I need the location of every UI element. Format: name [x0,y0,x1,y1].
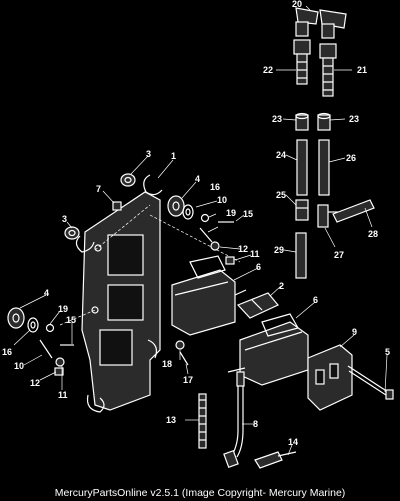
callout-29: 29 [274,245,284,255]
callout-12-left: 12 [30,378,40,388]
washer-lower [175,340,185,350]
spring-boot [198,393,207,449]
screw-right [225,256,235,265]
callout-15-left: 15 [66,315,76,325]
callout-6-lower: 6 [313,295,318,305]
callout-1: 1 [171,151,176,161]
callout-23-left: 23 [272,114,282,124]
hose-diagonal [332,199,375,223]
callout-19-left: 19 [58,304,68,314]
washer-small-right [200,213,210,223]
hose-clamp [75,174,163,253]
callout-8: 8 [253,419,258,429]
callout-18: 18 [162,359,172,369]
callout-2: 2 [279,281,284,291]
spark-plug-lead [223,371,245,469]
callout-28: 28 [368,229,378,239]
coil-module [307,344,353,411]
callout-23-right: 23 [349,114,359,124]
ground-strap-left [39,339,53,359]
callout-26: 26 [346,153,356,163]
grommet-upper [120,173,136,187]
callout-16-right: 16 [210,182,220,192]
coil-bracket [236,292,279,319]
leader-lines [13,5,388,456]
grommet-left [64,226,80,240]
callout-17: 17 [183,375,193,385]
callout-6-upper: 6 [256,262,261,272]
callout-15-right: 15 [243,209,253,219]
callout-5: 5 [385,347,390,357]
tee-fitting [295,199,309,221]
connector-body-right [319,43,337,97]
hose-fitting-elbow-right [319,9,347,39]
callout-10-right: 10 [217,195,227,205]
washer-small-left [45,323,55,333]
screw-left [54,367,64,376]
image-caption: MercuryPartsOnline v2.5.1 (Image Copyrig… [54,487,346,499]
hose-left [296,139,308,196]
callout-4-right: 4 [195,174,200,184]
long-screw [347,365,394,400]
callout-22: 22 [263,65,273,75]
callout-13: 13 [166,415,176,425]
callout-3-upper: 3 [146,149,151,159]
callout-3-left: 3 [62,214,67,224]
callout-24: 24 [276,150,286,160]
exploded-parts-diagram: 1 2 3 3 4 4 5 6 6 7 8 9 10 10 11 11 12 1… [2,0,394,469]
isolator-mount-right [167,195,185,217]
nut-right [210,241,220,251]
terminal-connector [254,451,297,469]
ignition-coil-upper [171,255,247,336]
callout-11-left: 11 [58,390,68,400]
nut-left [55,357,65,367]
mounting-plate [81,191,161,413]
ground-strap-right [199,227,213,243]
hose-fitting-elbow-left [295,7,319,37]
hose-clamp-left [295,112,309,131]
washer-right [182,204,194,220]
tee-fitting-right [317,204,338,228]
callout-12-right: 12 [238,244,248,254]
callout-4-left: 4 [44,288,49,298]
hose-right [318,139,330,196]
washer-left [27,317,39,333]
connector-body-left [293,39,311,85]
callout-19-right: 19 [226,208,236,218]
callout-9: 9 [352,327,357,337]
hose-clamp-right [317,112,331,131]
callout-21: 21 [357,65,367,75]
callout-16-left: 16 [2,347,12,357]
callout-7: 7 [96,184,101,194]
callout-11-right: 11 [250,249,260,259]
callout-labels: 1 2 3 3 4 4 5 6 6 7 8 9 10 10 11 11 12 1… [2,0,390,447]
callout-27: 27 [334,250,344,260]
hose-short [295,232,307,279]
callout-20: 20 [292,0,302,9]
nut-upper [112,201,122,211]
callout-10-left: 10 [14,361,24,371]
callout-14: 14 [288,437,298,447]
callout-25: 25 [276,190,286,200]
isolator-mount-left [7,307,25,329]
bolt-lower [179,351,189,366]
